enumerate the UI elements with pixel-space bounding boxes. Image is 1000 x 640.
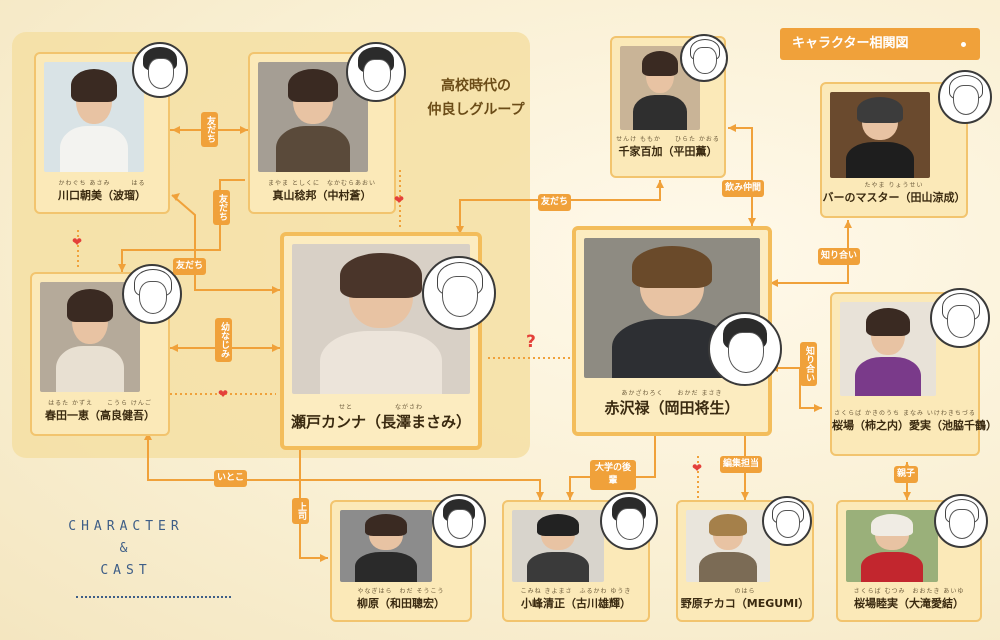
sketch-nohara [762, 496, 812, 546]
sketch-master [938, 70, 992, 124]
photo-mutsumi [846, 510, 938, 582]
sketch-akazawa [708, 312, 782, 386]
rel-henshu-tantou: 編集担当 [720, 456, 763, 473]
photo-komine [512, 510, 604, 582]
rel-osananajimi: 幼なじみ [215, 318, 232, 362]
sketch-kawaguchi [132, 42, 188, 98]
rel-shiriai-master: 知り合い [818, 248, 861, 265]
name-senke: 千家百加（平田薫） [618, 145, 718, 158]
rel-daigaku-kouhai: 大学の後輩 [590, 460, 636, 490]
name-sakuraba: 桜場（柿之内）愛実（池脇千鶴） [832, 419, 997, 432]
rel-joushi: 上司 [292, 498, 309, 524]
heart-icon: ❤ [394, 193, 405, 207]
chart-title: キャラクター相関図 [780, 28, 980, 60]
group-label: 高校時代の仲良しグループ [427, 78, 525, 118]
sketch-haruta [122, 264, 182, 324]
name-kawaguchi: 川口朝美（波瑠） [58, 189, 146, 202]
rel-oyako: 親子 [894, 466, 919, 483]
photo-mayama [258, 62, 368, 172]
sketch-mutsumi [934, 494, 988, 548]
rel-tomodachi-seto-senke: 友だち [538, 194, 572, 211]
name-nohara: 野原チカコ（MEGUMI） [680, 597, 810, 610]
sketch-mayama [346, 42, 406, 102]
photo-kawaguchi [44, 62, 144, 172]
question-mark-icon: ? [526, 332, 536, 352]
name-akazawa: 赤沢禄（岡田将生） [604, 399, 740, 417]
name-master: バーのマスター（田山涼成） [822, 191, 966, 204]
sketch-senke [680, 34, 728, 82]
heart-icon: ❤ [692, 461, 703, 475]
name-haruta: 春田一恵（高良健吾） [45, 409, 155, 422]
cast-dotted-divider [76, 596, 231, 598]
name-mayama: 真山稔邦（中村蒼） [272, 189, 372, 202]
name-komine: 小峰清正（古川雄輝） [521, 597, 631, 610]
rel-tomodachi-kawaguchi-mayama: 友だち [201, 112, 218, 147]
photo-nohara [686, 510, 770, 582]
photo-senke [620, 46, 700, 130]
rel-nomi-nakama: 飲み仲間 [722, 180, 765, 197]
card-seto[interactable]: せと ながさわ瀬戸カンナ（長澤まさみ） [280, 232, 482, 450]
rel-shiriai-sakuraba: 知り合い [800, 342, 817, 386]
sketch-yanagihara [432, 494, 486, 548]
sketch-sakuraba [930, 288, 990, 348]
rel-tomodachi-kawaguchi-seto: 友だち [173, 258, 207, 275]
name-yanagihara: 柳原（和田聰宏） [357, 597, 445, 610]
card-mayama[interactable]: まやま としくに なかむらあおい真山稔邦（中村蒼） [248, 52, 396, 214]
photo-akazawa [584, 238, 760, 378]
sketch-seto [422, 256, 496, 330]
title-dot-icon [961, 42, 966, 47]
photo-sakuraba [840, 302, 936, 396]
rel-tomodachi-mayama-haruta: 友だち [213, 190, 230, 225]
heart-icon: ❤ [72, 235, 83, 249]
photo-yanagihara [340, 510, 432, 582]
character-cast-label: CHARACTER & CAST [68, 519, 184, 578]
heart-icon: ❤ [218, 387, 229, 401]
rel-itoko: いとこ [214, 470, 248, 487]
photo-master [830, 92, 930, 178]
name-mutsumi: 桜場睦実（大滝愛結） [854, 597, 964, 610]
name-seto: 瀬戸カンナ（長澤まさみ） [290, 413, 471, 431]
photo-haruta [40, 282, 140, 392]
card-akazawa[interactable]: あかざわろく おかだ まさき赤沢禄（岡田将生） [572, 226, 772, 436]
card-nohara[interactable]: のはら野原チカコ（MEGUMI） [676, 500, 814, 622]
sketch-komine [600, 492, 658, 550]
